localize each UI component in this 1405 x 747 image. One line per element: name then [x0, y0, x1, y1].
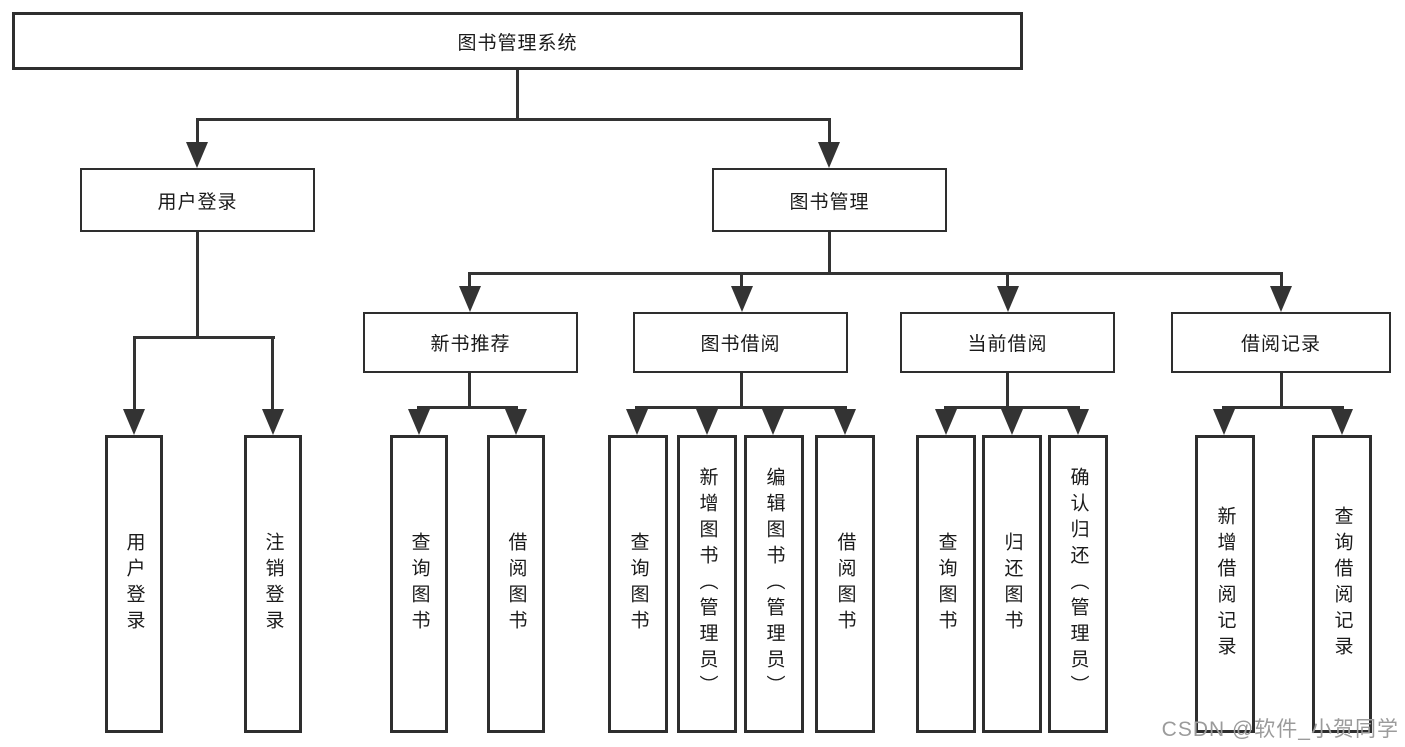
connector-branch [944, 406, 1080, 409]
connector-stem [468, 373, 471, 409]
arrow-down-icon [696, 409, 718, 435]
connector-drop [133, 336, 136, 411]
leaf-label: 借阅图书 [505, 532, 527, 636]
leaf-logout: 注销登录 [244, 435, 302, 733]
leaf-label: 注销登录 [262, 532, 284, 636]
leaf-label: 查询图书 [935, 532, 957, 636]
connector-root-stem [516, 70, 519, 120]
node-label: 用户登录 [157, 191, 238, 213]
leaf-user-login: 用户登录 [105, 435, 163, 733]
connector-branch [1222, 406, 1344, 409]
connector-branch [417, 406, 518, 409]
connector-drop [468, 272, 471, 288]
leaf-label: 查询借阅记录 [1331, 506, 1353, 662]
leaf-label: 确认归还（管理员） [1067, 467, 1089, 701]
node-label: 图书管理 [789, 191, 870, 213]
arrow-down-icon [505, 409, 527, 435]
connector-branch [635, 406, 847, 409]
leaf-query-borrow-record: 查询借阅记录 [1312, 435, 1372, 733]
connector-stem [1006, 373, 1009, 409]
arrow-down-icon [935, 409, 957, 435]
node-label: 当前借阅 [967, 334, 1048, 355]
arrow-down-icon [1213, 409, 1235, 435]
node-borrow-record: 借阅记录 [1171, 312, 1391, 373]
leaf-confirm-return-admin: 确认归还（管理员） [1048, 435, 1108, 733]
leaf-label: 编辑图书（管理员） [763, 467, 785, 701]
node-library-management-system: 图书管理系统 [12, 12, 1023, 70]
connector-drop [1280, 272, 1283, 288]
connector-user-login-branch [133, 336, 275, 339]
arrow-down-icon [834, 409, 856, 435]
node-label: 图书借阅 [700, 334, 781, 355]
arrow-down-icon [626, 409, 648, 435]
connector-drop [828, 118, 831, 146]
csdn-watermark: CSDN @软件_小贺同学 [1161, 718, 1399, 741]
connector-stem [1280, 373, 1283, 409]
node-new-book-recommend: 新书推荐 [363, 312, 578, 373]
leaf-add-borrow-record: 新增借阅记录 [1195, 435, 1255, 733]
leaf-label: 归还图书 [1001, 532, 1023, 636]
leaf-label: 新增借阅记录 [1214, 506, 1236, 662]
arrow-down-icon [1270, 286, 1292, 312]
connector-drop [1006, 272, 1009, 288]
connector-drop [740, 272, 743, 288]
leaf-label: 借阅图书 [834, 532, 856, 636]
arrow-down-icon [762, 409, 784, 435]
connector-book-mgmt-stem [828, 232, 831, 274]
leaf-label: 用户登录 [123, 532, 145, 636]
arrow-down-icon [997, 286, 1019, 312]
leaf-label: 查询图书 [408, 532, 430, 636]
node-label: 借阅记录 [1240, 334, 1321, 355]
arrow-down-icon [1001, 409, 1023, 435]
leaf-query-books: 查询图书 [608, 435, 668, 733]
connector-drop [271, 336, 274, 411]
leaf-add-books-admin: 新增图书（管理员） [677, 435, 737, 733]
leaf-borrow-books: 借阅图书 [815, 435, 875, 733]
leaf-return-books: 归还图书 [982, 435, 1042, 733]
leaf-query-books: 查询图书 [390, 435, 448, 733]
leaf-edit-books-admin: 编辑图书（管理员） [744, 435, 804, 733]
connector-book-mgmt-branch [468, 272, 1283, 275]
arrow-down-icon [818, 142, 840, 168]
connector-stem [740, 373, 743, 409]
connector-root-branch [196, 118, 831, 121]
arrow-down-icon [123, 409, 145, 435]
arrow-down-icon [731, 286, 753, 312]
arrow-down-icon [1331, 409, 1353, 435]
arrow-down-icon [1067, 409, 1089, 435]
leaf-label: 查询图书 [627, 532, 649, 636]
node-label: 新书推荐 [430, 334, 511, 355]
connector-drop [196, 118, 199, 146]
connector-user-login-stem [196, 232, 199, 336]
node-current-borrow: 当前借阅 [900, 312, 1115, 373]
leaf-borrow-books: 借阅图书 [487, 435, 545, 733]
arrow-down-icon [262, 409, 284, 435]
node-book-borrow: 图书借阅 [633, 312, 848, 373]
node-book-management: 图书管理 [712, 168, 947, 232]
node-user-login: 用户登录 [80, 168, 315, 232]
arrow-down-icon [186, 142, 208, 168]
node-label: 图书管理系统 [457, 32, 578, 54]
arrow-down-icon [408, 409, 430, 435]
leaf-label: 新增图书（管理员） [696, 467, 718, 701]
arrow-down-icon [459, 286, 481, 312]
leaf-query-books: 查询图书 [916, 435, 976, 733]
